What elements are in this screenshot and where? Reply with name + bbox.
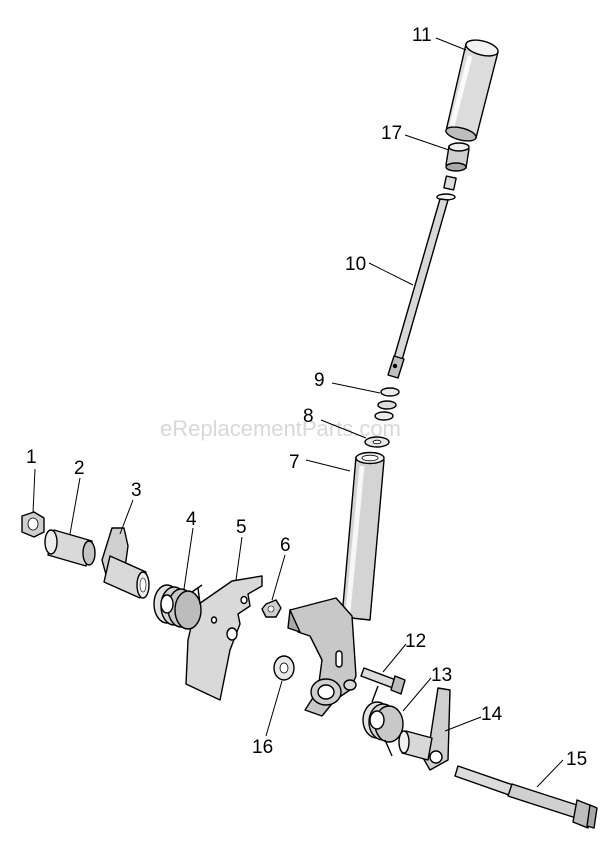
part-3-flanged-bushing: [101, 527, 150, 599]
part-6-nut: [261, 599, 282, 618]
callout-3: 3: [131, 480, 142, 501]
watermark-text: eReplacementParts.com: [160, 416, 401, 441]
part-13-torsion-spring: [362, 685, 404, 757]
callout-15: 15: [566, 749, 587, 770]
callout-2: 2: [74, 458, 85, 479]
callout-7: 7: [289, 452, 300, 473]
part-10-shift-rod: [387, 193, 456, 379]
part-small-nut: [343, 679, 357, 691]
callout-14: 14: [481, 704, 503, 725]
callout-6: 6: [280, 535, 291, 556]
part-16-washer: [273, 655, 295, 681]
part-small-cap: [443, 175, 457, 191]
callout-labels: 1 2 3 4 5 6 7 8 9 10 11 17 12 13 14 15 1…: [26, 25, 587, 770]
callout-16: 16: [252, 737, 273, 758]
part-8-washer: [364, 436, 390, 448]
part-17-bushing: [445, 142, 470, 172]
leader-lines: [32, 37, 564, 788]
callout-11: 11: [412, 25, 432, 46]
part-11-handle-grip: [445, 39, 499, 142]
part-9-spring-washers: [374, 387, 400, 421]
part-15-long-bolt: [454, 765, 598, 829]
callout-4: 4: [186, 509, 197, 530]
callout-9: 9: [314, 370, 325, 391]
part-4-torsion-spring: [153, 584, 203, 630]
callout-5: 5: [236, 517, 247, 538]
callout-13: 13: [431, 665, 452, 686]
callout-1: 1: [26, 447, 37, 468]
callout-8: 8: [303, 406, 314, 427]
part-7-lever-arm: [287, 451, 385, 717]
part-12-bolt: [360, 667, 406, 695]
part-2-spacer-tube: [44, 529, 96, 567]
part-spacer-near-14: [398, 730, 433, 761]
part-5-mounting-plate: [185, 575, 263, 701]
part-1-flange-nut: [21, 511, 45, 538]
callout-17: 17: [381, 123, 402, 144]
callout-10: 10: [345, 254, 366, 275]
callout-12: 12: [405, 631, 426, 652]
